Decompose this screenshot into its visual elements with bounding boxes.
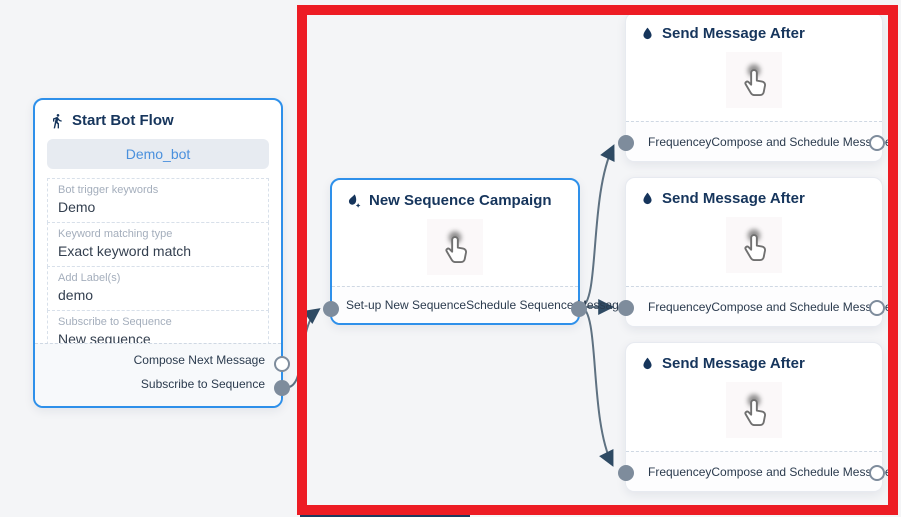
field-label: Keyword matching type [58, 228, 173, 240]
wire-sequence-to-send-1 [580, 144, 615, 308]
node-header: Send Message After [626, 13, 882, 48]
node-start-bot-flow[interactable]: Start Bot Flow Demo_bot Bot trigger keyw… [33, 98, 290, 408]
output-label-subscribe-to-sequence: Subscribe to Sequence [140, 377, 265, 391]
node-title: New Sequence Campaign [369, 192, 552, 209]
node-header: Send Message After [626, 343, 882, 378]
node-body-click-area[interactable] [726, 52, 782, 108]
water-drop-icon [643, 357, 652, 370]
input-label-frequencey: Frequencey [648, 299, 712, 314]
field-label: Subscribe to Sequence [58, 316, 172, 328]
input-port-frequencey[interactable] [618, 465, 634, 481]
input-port-frequencey[interactable] [618, 300, 634, 316]
node-title: Send Message After [662, 355, 805, 372]
config-fields: Bot trigger keywords Demo Keyword matchi… [47, 178, 269, 355]
walking-person-icon [53, 113, 62, 128]
node-footer: Frequencey Compose and Schedule Message [626, 451, 892, 491]
input-label-setup-new-sequence: Set-up New Sequence [346, 298, 467, 312]
field-bot-trigger-keywords[interactable]: Bot trigger keywords Demo [47, 178, 269, 223]
wire-start-to-sequence [283, 308, 321, 389]
input-port-setup-new-sequence[interactable] [323, 301, 339, 317]
field-value: Demo [58, 199, 96, 215]
node-title: Start Bot Flow [72, 112, 174, 129]
water-drop-icon [643, 192, 652, 205]
output-port-compose-next-message[interactable] [274, 356, 290, 372]
output-label-schedule-sequence-message: Schedule Sequence Message [466, 298, 626, 312]
node-footer: Frequencey Compose and Schedule Message [626, 121, 892, 161]
node-send-message-after-2[interactable]: Send Message After Frequencey Compose an… [618, 177, 892, 327]
field-add-labels[interactable]: Add Label(s) demo [47, 266, 269, 311]
node-footer: Set-up New Sequence Schedule Sequence Me… [332, 286, 626, 323]
wire-sequence-to-send-3 [580, 306, 614, 467]
output-label-compose-and-schedule-message: Compose and Schedule Message [711, 299, 892, 314]
ink-campaign-icon [348, 193, 361, 208]
node-body-click-area[interactable] [726, 217, 782, 273]
field-label: Bot trigger keywords [58, 184, 159, 196]
node-header: Send Message After [626, 178, 882, 213]
node-footer: Frequencey Compose and Schedule Message [626, 286, 892, 326]
node-send-message-after-1[interactable]: Send Message After Frequencey Compose an… [618, 12, 892, 162]
node-title: Send Message After [662, 25, 805, 42]
horizontal-scrollbar-thumb[interactable] [300, 512, 470, 517]
tap-cursor-icon [744, 229, 766, 262]
node-header: Start Bot Flow [35, 100, 281, 135]
node-body-click-area[interactable] [726, 382, 782, 438]
node-title: Send Message After [662, 190, 805, 207]
bot-name-button[interactable]: Demo_bot [47, 139, 269, 169]
input-port-frequencey[interactable] [618, 135, 634, 151]
output-port-subscribe-to-sequence[interactable] [274, 380, 290, 396]
tap-cursor-icon [445, 231, 467, 264]
node-footer: Compose Next Message Subscribe to Sequen… [35, 343, 281, 406]
node-new-sequence-campaign[interactable]: New Sequence Campaign Set-up New Sequenc… [323, 178, 626, 325]
output-label-compose-and-schedule-message: Compose and Schedule Message [711, 134, 892, 149]
field-label: Add Label(s) [58, 272, 121, 284]
node-body-click-area[interactable] [427, 219, 483, 275]
water-drop-icon [643, 27, 652, 40]
node-send-message-after-3[interactable]: Send Message After Frequencey Compose an… [618, 342, 892, 492]
node-header: New Sequence Campaign [332, 180, 578, 215]
field-value: Exact keyword match [58, 243, 192, 259]
output-port-compose-and-schedule-message[interactable] [869, 465, 885, 481]
field-value: demo [58, 287, 94, 303]
output-label-compose-and-schedule-message: Compose and Schedule Message [711, 464, 892, 479]
output-port-schedule-sequence-message[interactable] [571, 301, 587, 317]
output-port-compose-and-schedule-message[interactable] [869, 135, 885, 151]
tap-cursor-icon [744, 64, 766, 97]
output-label-compose-next-message: Compose Next Message [133, 353, 265, 367]
output-port-compose-and-schedule-message[interactable] [869, 300, 885, 316]
input-label-frequencey: Frequencey [648, 464, 712, 479]
field-keyword-matching-type[interactable]: Keyword matching type Exact keyword matc… [47, 222, 269, 267]
tap-cursor-icon [744, 394, 766, 427]
input-label-frequencey: Frequencey [648, 134, 712, 149]
